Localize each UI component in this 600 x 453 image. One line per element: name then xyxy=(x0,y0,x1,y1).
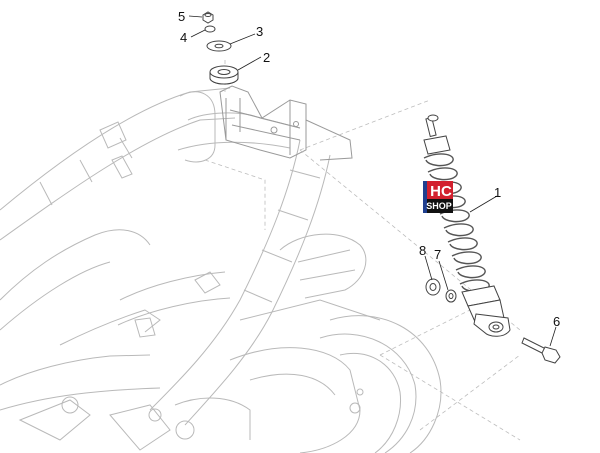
shock-absorber-part xyxy=(423,114,511,337)
callout-1: 1 xyxy=(494,185,501,200)
callout-2: 2 xyxy=(263,50,270,65)
logo-line1: HC xyxy=(430,183,452,200)
scooter-frame xyxy=(0,85,442,453)
callout-8: 8 xyxy=(419,243,426,258)
callout-6: 6 xyxy=(553,314,560,329)
hc-shop-logo: HC SHOP xyxy=(423,181,453,213)
leader-lines xyxy=(188,15,557,347)
callout-labels: 1 2 3 4 5 6 7 8 xyxy=(178,9,560,329)
washer-part xyxy=(206,40,232,52)
bushing-washer-part xyxy=(445,289,457,303)
nut-part xyxy=(202,11,214,24)
callout-3: 3 xyxy=(256,24,263,39)
rubber-bushing-part xyxy=(209,65,239,85)
callout-4: 4 xyxy=(180,30,187,45)
guide-lines xyxy=(204,60,521,441)
bushing-nut-part xyxy=(425,278,441,296)
small-washer-part xyxy=(204,25,216,33)
callout-7: 7 xyxy=(434,247,441,262)
logo-line2: SHOP xyxy=(426,201,452,211)
callout-5: 5 xyxy=(178,9,185,24)
bolt-part xyxy=(521,337,561,364)
